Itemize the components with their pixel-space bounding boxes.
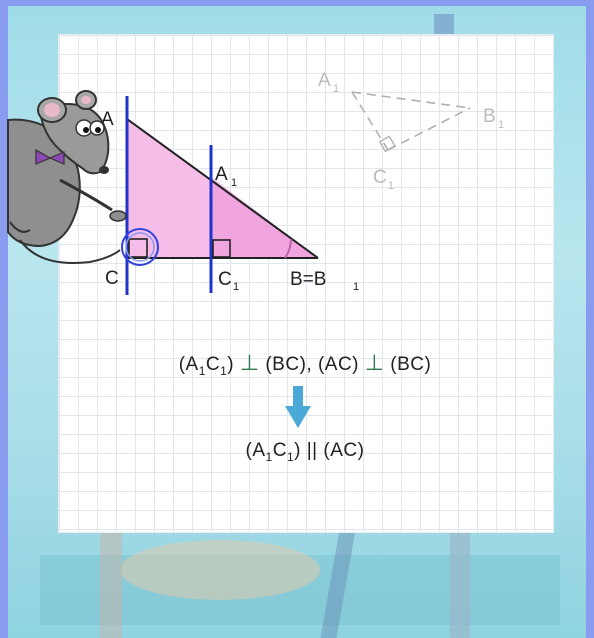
formula-text: (A (178, 354, 199, 375)
formula-parallel: (A1C1) || (AC) (58, 440, 552, 464)
label-a1-index: 1 (231, 177, 237, 189)
formula-text: (A (245, 440, 266, 461)
perpendicular-symbol: ⊥ (239, 350, 260, 375)
ghost-label-a1: A (318, 70, 331, 91)
frame-left-border (0, 0, 8, 638)
formula-text: (BC), (AC) (265, 354, 360, 375)
bg-decor-post (450, 520, 470, 638)
label-b-b1: B=B (290, 269, 326, 290)
ghost-a1-index: 1 (333, 83, 339, 95)
right-angle-c1 (212, 239, 231, 258)
formula-index: 1 (265, 449, 273, 464)
formula-text: C (205, 354, 221, 375)
ghost-label-c1: C (373, 167, 387, 188)
cartoon-mouse-icon (7, 90, 127, 264)
bg-decor-oval (120, 540, 320, 600)
ghost-label-b1: B (483, 106, 496, 127)
angle-b-arc (284, 238, 293, 259)
formula-index: 1 (286, 449, 295, 464)
ghost-right-angle (378, 135, 396, 153)
formula-index: 1 (198, 363, 206, 378)
formula-text: ) (294, 440, 301, 461)
label-c1-index: 1 (233, 281, 239, 293)
frame-top-border (0, 0, 594, 6)
right-angle-c (128, 238, 148, 258)
formula-index: 1 (220, 363, 228, 378)
perpendicular-symbol: ⊥ (364, 350, 385, 375)
formula-text: (BC) (390, 354, 432, 375)
parallel-symbol: || (306, 440, 318, 461)
formula-text: (AC) (323, 440, 365, 461)
grid-board (58, 34, 554, 533)
bg-decor-post (100, 520, 122, 638)
ghost-c1-index: 1 (388, 180, 394, 192)
frame-right-border (586, 0, 594, 638)
label-b1-index: 1 (353, 281, 359, 293)
label-a1: A (215, 164, 228, 185)
ghost-triangle (351, 91, 471, 151)
label-c1: C (218, 269, 232, 290)
formula-text: C (272, 440, 287, 461)
ghost-b1-index: 1 (498, 119, 504, 131)
bg-decor-block (434, 14, 454, 34)
down-arrow-icon (285, 386, 311, 428)
formula-perpendicular: (A1C1) ⊥ (BC), (AC) ⊥ (BC) (58, 350, 552, 378)
formula-text: ) (227, 354, 235, 375)
label-c: C (105, 268, 119, 289)
highlight-circle-c (121, 228, 159, 266)
